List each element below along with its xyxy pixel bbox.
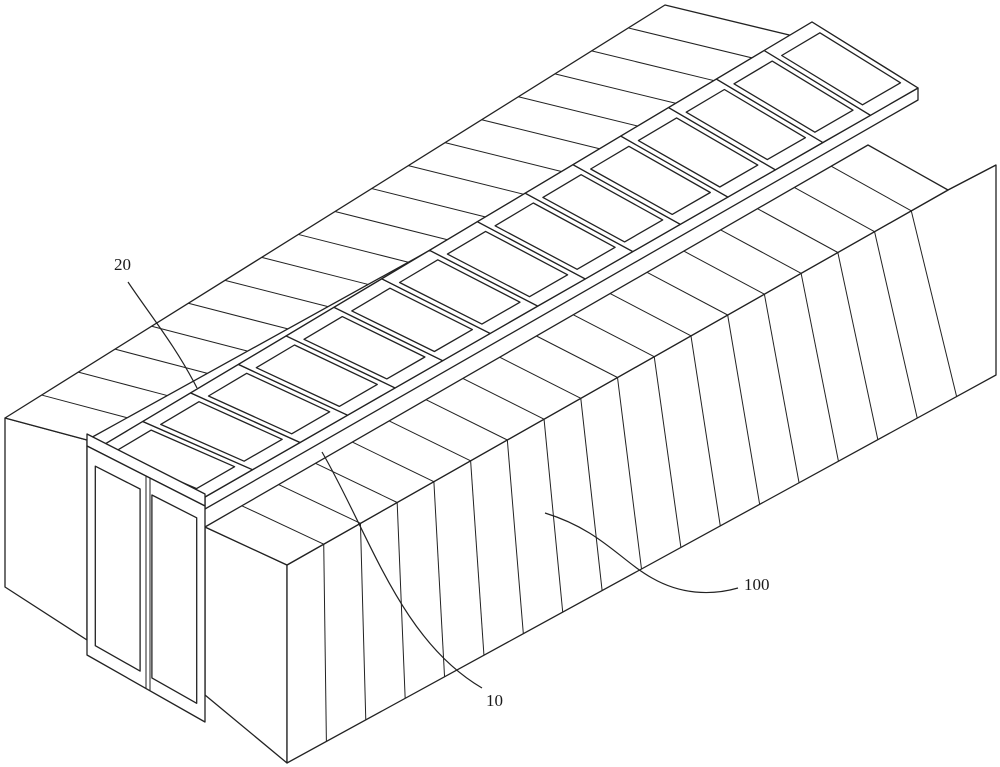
front-row-roof-seam xyxy=(241,505,324,545)
back-row-cabinet-seam xyxy=(114,348,208,374)
skylight-glass xyxy=(207,372,331,435)
front-row-cabinet-seam xyxy=(470,460,485,656)
skylight-glass xyxy=(351,287,474,353)
front-row-cabinet-seam xyxy=(727,314,761,505)
reference-leader-lines xyxy=(127,281,739,689)
ref-label-cabinet-row: 100 xyxy=(744,575,770,594)
front-row-cabinet-seam xyxy=(323,544,327,742)
skylight-glass xyxy=(255,344,378,408)
front-row-cabinet-seam xyxy=(690,335,721,526)
back-row-cabinet-seam xyxy=(298,233,409,263)
front-row-roof-seam xyxy=(794,187,875,233)
front-row-roof-seam xyxy=(536,335,618,378)
door-leaf-panel xyxy=(151,494,198,704)
back-row-cabinet-seam xyxy=(41,394,128,419)
aisle-end-door xyxy=(86,433,206,723)
back-row-cabinet-seam xyxy=(408,165,529,197)
front-row-cabinet-seam xyxy=(506,439,524,634)
front-row-roof-seam xyxy=(388,420,471,462)
ref-label-skylight: 20 xyxy=(114,255,131,274)
back-row-cabinet-seam xyxy=(554,73,690,108)
front-row-cabinet-seam xyxy=(396,502,406,699)
front-row-roof-seam xyxy=(499,356,582,399)
front-row-cabinet-seam xyxy=(359,523,367,720)
front-row-roof-seam xyxy=(352,441,435,483)
leader-line-10 xyxy=(321,451,483,689)
front-row-cabinet-seam xyxy=(800,273,839,462)
back-row-cabinet-seam xyxy=(261,256,369,285)
front-row-roof-seam xyxy=(830,165,912,212)
back-row-end-face xyxy=(4,417,88,641)
back-row-cabinet-seam xyxy=(78,371,168,397)
skylight-glass xyxy=(160,401,283,462)
front-row-cabinet-seam xyxy=(837,252,879,440)
front-row-roof-seam xyxy=(573,314,655,358)
front-row-cabinet-seam xyxy=(617,377,642,570)
front-row-end-face xyxy=(204,526,288,764)
front-row-roof-seam xyxy=(757,208,839,253)
skylight-glass xyxy=(637,117,759,188)
back-row-cabinet-seam xyxy=(334,211,449,241)
back-row-cabinet-seam xyxy=(628,27,770,63)
front-row-roof-seam xyxy=(425,399,508,441)
leader-line-20 xyxy=(127,281,198,389)
front-row-cabinet-seam xyxy=(763,294,800,483)
skylight-glass xyxy=(781,32,902,106)
front-row-roof-seam xyxy=(462,377,545,420)
ref-label-channel: 10 xyxy=(486,691,503,710)
back-cabinet-row xyxy=(4,4,811,641)
aisle-channel-roof xyxy=(94,21,919,510)
back-row-cabinet-seam xyxy=(151,325,248,352)
front-row-cabinet-seam xyxy=(580,398,603,591)
skylight-glass xyxy=(303,315,426,380)
front-row-cabinet-seam xyxy=(910,210,958,397)
front-row-roof-seam xyxy=(278,484,361,524)
front-row-cabinet-seam xyxy=(874,231,918,419)
front-row-roof-seam xyxy=(720,229,802,274)
front-row-cabinet-seam xyxy=(653,356,682,548)
skylight-glass xyxy=(494,202,616,270)
back-row-cabinet-seam xyxy=(518,96,650,130)
skylight-glass xyxy=(590,145,711,216)
leader-line-100 xyxy=(544,512,739,594)
back-row-cabinet-seam xyxy=(591,50,730,85)
front-cabinet-row xyxy=(204,144,997,764)
back-row-cabinet-seam xyxy=(444,142,570,174)
door-leaf-panel xyxy=(94,465,141,672)
skylight-glass xyxy=(398,259,521,325)
front-row-roof-seam xyxy=(683,250,765,295)
back-row-cabinet-seam xyxy=(224,279,329,308)
front-row-far-corner xyxy=(947,164,997,191)
skylight-glass xyxy=(542,174,664,243)
skylight-glass xyxy=(733,60,854,133)
back-row-cabinet-seam xyxy=(481,119,610,152)
front-row-roof-seam xyxy=(646,271,728,316)
back-row-cabinet-seam xyxy=(371,188,489,219)
skylight-glass xyxy=(446,230,569,298)
front-row-cabinet-seam xyxy=(433,481,446,677)
front-row-roof-seam xyxy=(315,462,398,503)
front-row-roof-seam xyxy=(609,293,692,337)
skylight-glass xyxy=(685,88,807,161)
back-row-cabinet-seam xyxy=(188,302,288,330)
